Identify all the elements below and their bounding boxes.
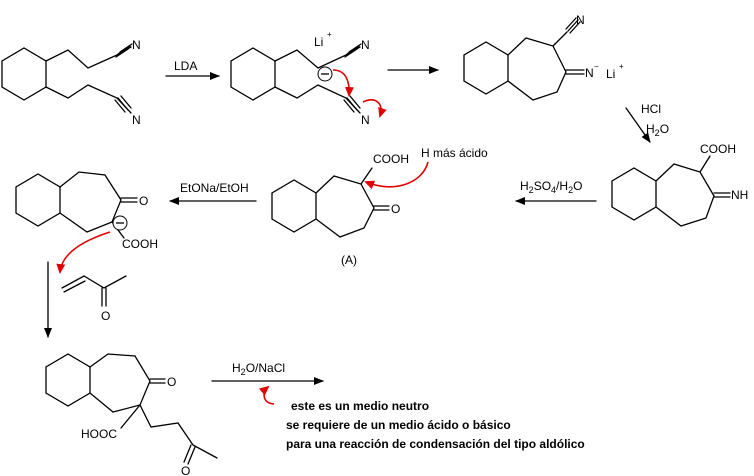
reagent-brine: H2O/NaCl bbox=[232, 361, 285, 377]
note-aldol-condensation: para una reacción de condensación del ti… bbox=[286, 437, 585, 451]
michael-addition-arrow bbox=[56, 231, 111, 274]
carboxyl-label: COOH bbox=[122, 237, 158, 251]
ketone-o-label: O bbox=[167, 375, 176, 389]
molecule-a-keto-acid: COOH O (A) bbox=[271, 152, 409, 267]
carboxyl-label: COOH bbox=[373, 152, 409, 166]
annotation-arrow bbox=[258, 385, 275, 405]
molecule-enolate: O COOH bbox=[15, 171, 158, 251]
nitrile-n-label: N bbox=[132, 113, 141, 127]
molecule-michael-adduct: O HOOC O bbox=[45, 353, 218, 476]
imine-n-label: N bbox=[585, 66, 594, 80]
imine-nh-label: NH bbox=[731, 188, 748, 202]
molecule-imine-anion: N N − Li + bbox=[463, 13, 624, 101]
minus-sign: − bbox=[594, 62, 599, 71]
reagent-lda: LDA bbox=[174, 59, 197, 73]
reagent-hcl: HCl bbox=[641, 102, 661, 116]
acidic-h-arrow bbox=[364, 161, 429, 190]
reaction-arrow bbox=[625, 107, 651, 143]
acidic-h-note: H más ácido bbox=[421, 146, 488, 160]
compound-a-label: (A) bbox=[341, 253, 357, 267]
ketone-o-label: O bbox=[101, 309, 110, 323]
electron-flow-arrow bbox=[332, 69, 355, 97]
nitrile-n-label: N bbox=[361, 38, 370, 52]
plus-sign: + bbox=[619, 62, 624, 71]
reagent-ethoxide: EtONa/EtOH bbox=[180, 181, 249, 195]
reagent-water: H2O bbox=[646, 122, 669, 138]
molecule-methyl-vinyl-ketone: O bbox=[61, 275, 127, 323]
note-neutral-medium: este es un medio neutro bbox=[291, 399, 429, 413]
lithium-label: Li bbox=[314, 35, 323, 49]
note-acid-base-required: se requiere de un medio ácido o básico bbox=[286, 418, 511, 432]
nitrile-n-label: N bbox=[132, 38, 141, 52]
molecule-dinitrile: N N bbox=[1, 38, 141, 127]
carboxyl-label: COOH bbox=[700, 142, 736, 156]
electron-flow-arrow bbox=[362, 99, 387, 118]
nitrile-n-label: N bbox=[361, 113, 370, 127]
molecule-imine-acid: COOH NH bbox=[611, 142, 748, 227]
ketone-o-label: O bbox=[181, 464, 190, 476]
plus-sign: + bbox=[327, 30, 332, 39]
carboxyl-label: HOOC bbox=[81, 427, 117, 441]
nitrile-n-label: N bbox=[576, 13, 585, 27]
lithium-label: Li bbox=[606, 67, 615, 81]
molecule-carbanion: N N Li + bbox=[230, 30, 370, 127]
reagent-sulfuric-acid: H2SO4/H2O bbox=[520, 179, 582, 195]
ketone-o-label: O bbox=[391, 202, 400, 216]
ketone-o-label: O bbox=[139, 194, 148, 208]
